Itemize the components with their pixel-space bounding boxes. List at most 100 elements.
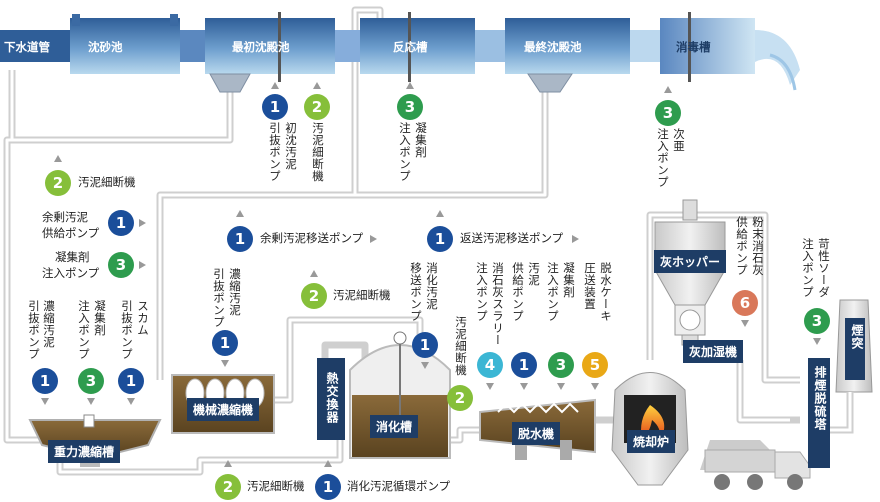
reaction-tank-label: 反応槽	[393, 40, 428, 54]
water-line	[0, 12, 800, 93]
lime-slurry-col1: 消石灰スラリー	[491, 262, 505, 346]
ash-humidifier-label: 灰加湿機	[683, 340, 744, 363]
arrow-down	[741, 320, 749, 327]
arrow-right	[572, 235, 579, 243]
primary-settling-label: 最初沈殿池	[232, 40, 290, 54]
arrow-right	[370, 235, 377, 243]
grinder-top-label: 汚泥細断機	[311, 122, 325, 182]
badge-bottom-grinder: 2	[215, 474, 241, 500]
arrow-down	[813, 338, 821, 345]
badge-thick-mid: 1	[212, 330, 238, 356]
coag-left-col2: 注入ポンプ	[77, 300, 91, 360]
badge-excess-transfer: 1	[227, 226, 253, 252]
coag-right-col2: 注入ポンプ	[546, 262, 560, 322]
scum-col1: スカム	[136, 300, 150, 336]
dewatering-label: 脱水機	[512, 422, 561, 445]
sludge-feed-col1: 汚泥	[527, 262, 541, 286]
fgd-label: 排煙脱硫塔	[813, 366, 827, 431]
badge-grinder-mid: 2	[301, 283, 327, 309]
badge-grinder-top: 2	[304, 94, 330, 120]
thick-mid-col2: 引抜ポンプ	[212, 268, 226, 328]
mechanical-thickener-label: 機械濃縮機	[187, 398, 260, 421]
incinerator-label: 焼却炉	[627, 430, 676, 453]
arrow-down	[221, 360, 229, 367]
badge-lime-slurry: 4	[477, 352, 503, 378]
badge-grinder-right: 2	[447, 385, 473, 411]
coag-right-col1: 凝集剤	[562, 262, 576, 298]
badge-caustic: 3	[804, 308, 830, 334]
heat-exchanger-shape	[317, 358, 345, 440]
fgd-tower-shape	[808, 358, 830, 468]
badge-bottom-circulation: 1	[315, 474, 341, 500]
arrow-up	[236, 210, 244, 217]
bottom-grinder-label: 汚泥細断機	[247, 479, 305, 493]
badge-grinder-left: 2	[45, 170, 71, 196]
chimney-label: 煙突	[850, 324, 864, 350]
powder-lime-col2: 供給ポンプ	[735, 216, 749, 276]
coag-inject-line2: 注入ポンプ	[42, 266, 100, 280]
badge-powder-lime: 6	[732, 290, 758, 316]
coag-reaction-col1: 凝集剤	[414, 122, 428, 158]
grinder-mid-label: 汚泥細断機	[333, 288, 391, 302]
arrow-up	[271, 82, 279, 89]
sewer-label: 下水道管	[4, 40, 50, 54]
truck-shape	[700, 440, 811, 490]
arrow-up	[664, 86, 672, 93]
badge-coag-reaction: 3	[397, 94, 423, 120]
arrow-down	[87, 398, 95, 405]
badge-digested-transfer: 1	[412, 332, 438, 358]
arrow-down	[486, 383, 494, 390]
badge-coag-left: 3	[78, 368, 104, 394]
arrow-down	[591, 383, 599, 390]
thick-left-col1: 濃縮汚泥	[42, 300, 56, 348]
arrow-down	[127, 398, 135, 405]
excess-feed-line1: 余剰汚泥	[42, 210, 88, 224]
badge-return-transfer: 1	[427, 226, 453, 252]
cake-press-col1: 脱水ケーキ	[599, 262, 613, 322]
arrow-up	[406, 82, 414, 89]
sludge-feed-col2: 供給ポンプ	[511, 262, 525, 322]
powder-lime-col1: 粉末消石灰	[751, 216, 765, 276]
arrow-right	[139, 261, 146, 269]
badge-thick-left: 1	[32, 368, 58, 394]
badge-coag-right: 3	[548, 352, 574, 378]
primary-pump-col1: 初沈汚泥	[284, 122, 298, 170]
lime-slurry-col2: 注入ポンプ	[475, 262, 489, 322]
chimney-shape	[835, 299, 873, 393]
disinfection-tank-label: 消毒槽	[676, 40, 711, 54]
arrow-up	[310, 270, 318, 277]
ash-hopper-label: 灰ホッパー	[654, 250, 727, 273]
coag-left-col1: 凝集剤	[93, 300, 107, 336]
return-transfer-label: 返送汚泥移送ポンプ	[460, 231, 564, 245]
thick-mid-col1: 濃縮汚泥	[228, 268, 242, 316]
coag-inject-line1: 凝集剤	[55, 250, 90, 264]
excess-transfer-label: 余剰汚泥移送ポンプ	[260, 231, 364, 245]
caustic-col1: 苛性ソーダ	[817, 238, 831, 298]
arrow-up	[324, 460, 332, 467]
digester-label: 消化槽	[370, 415, 419, 438]
final-settling-label: 最終沈殿池	[524, 40, 582, 54]
scum-col2: 引抜ポンプ	[120, 300, 134, 360]
badge-coag-inject: 3	[108, 252, 134, 278]
arrow-up	[54, 155, 62, 162]
badge-scum: 1	[118, 368, 144, 394]
arrow-right	[139, 219, 146, 227]
primary-pump-col2: 引抜ポンプ	[268, 122, 282, 182]
arrow-up	[224, 460, 232, 467]
excess-feed-line2: 供給ポンプ	[42, 226, 100, 240]
gravity-thickener-label: 重力濃縮槽	[48, 440, 121, 463]
digested-transfer-col1: 消化汚泥	[425, 262, 439, 310]
arrow-up	[313, 82, 321, 89]
arrow-down	[557, 383, 565, 390]
arrow-down	[41, 398, 49, 405]
badge-hypochlorite: 3	[655, 100, 681, 126]
arrow-down	[520, 383, 528, 390]
incinerator-shape	[611, 372, 689, 486]
arrow-down	[421, 362, 429, 369]
badge-cake-press: 5	[582, 352, 608, 378]
digested-transfer-col2: 移送ポンプ	[409, 262, 423, 322]
bottom-circulation-label: 消化汚泥循環ポンプ	[347, 479, 451, 493]
arrow-up	[436, 210, 444, 217]
grit-chamber-label: 沈砂池	[88, 40, 123, 54]
